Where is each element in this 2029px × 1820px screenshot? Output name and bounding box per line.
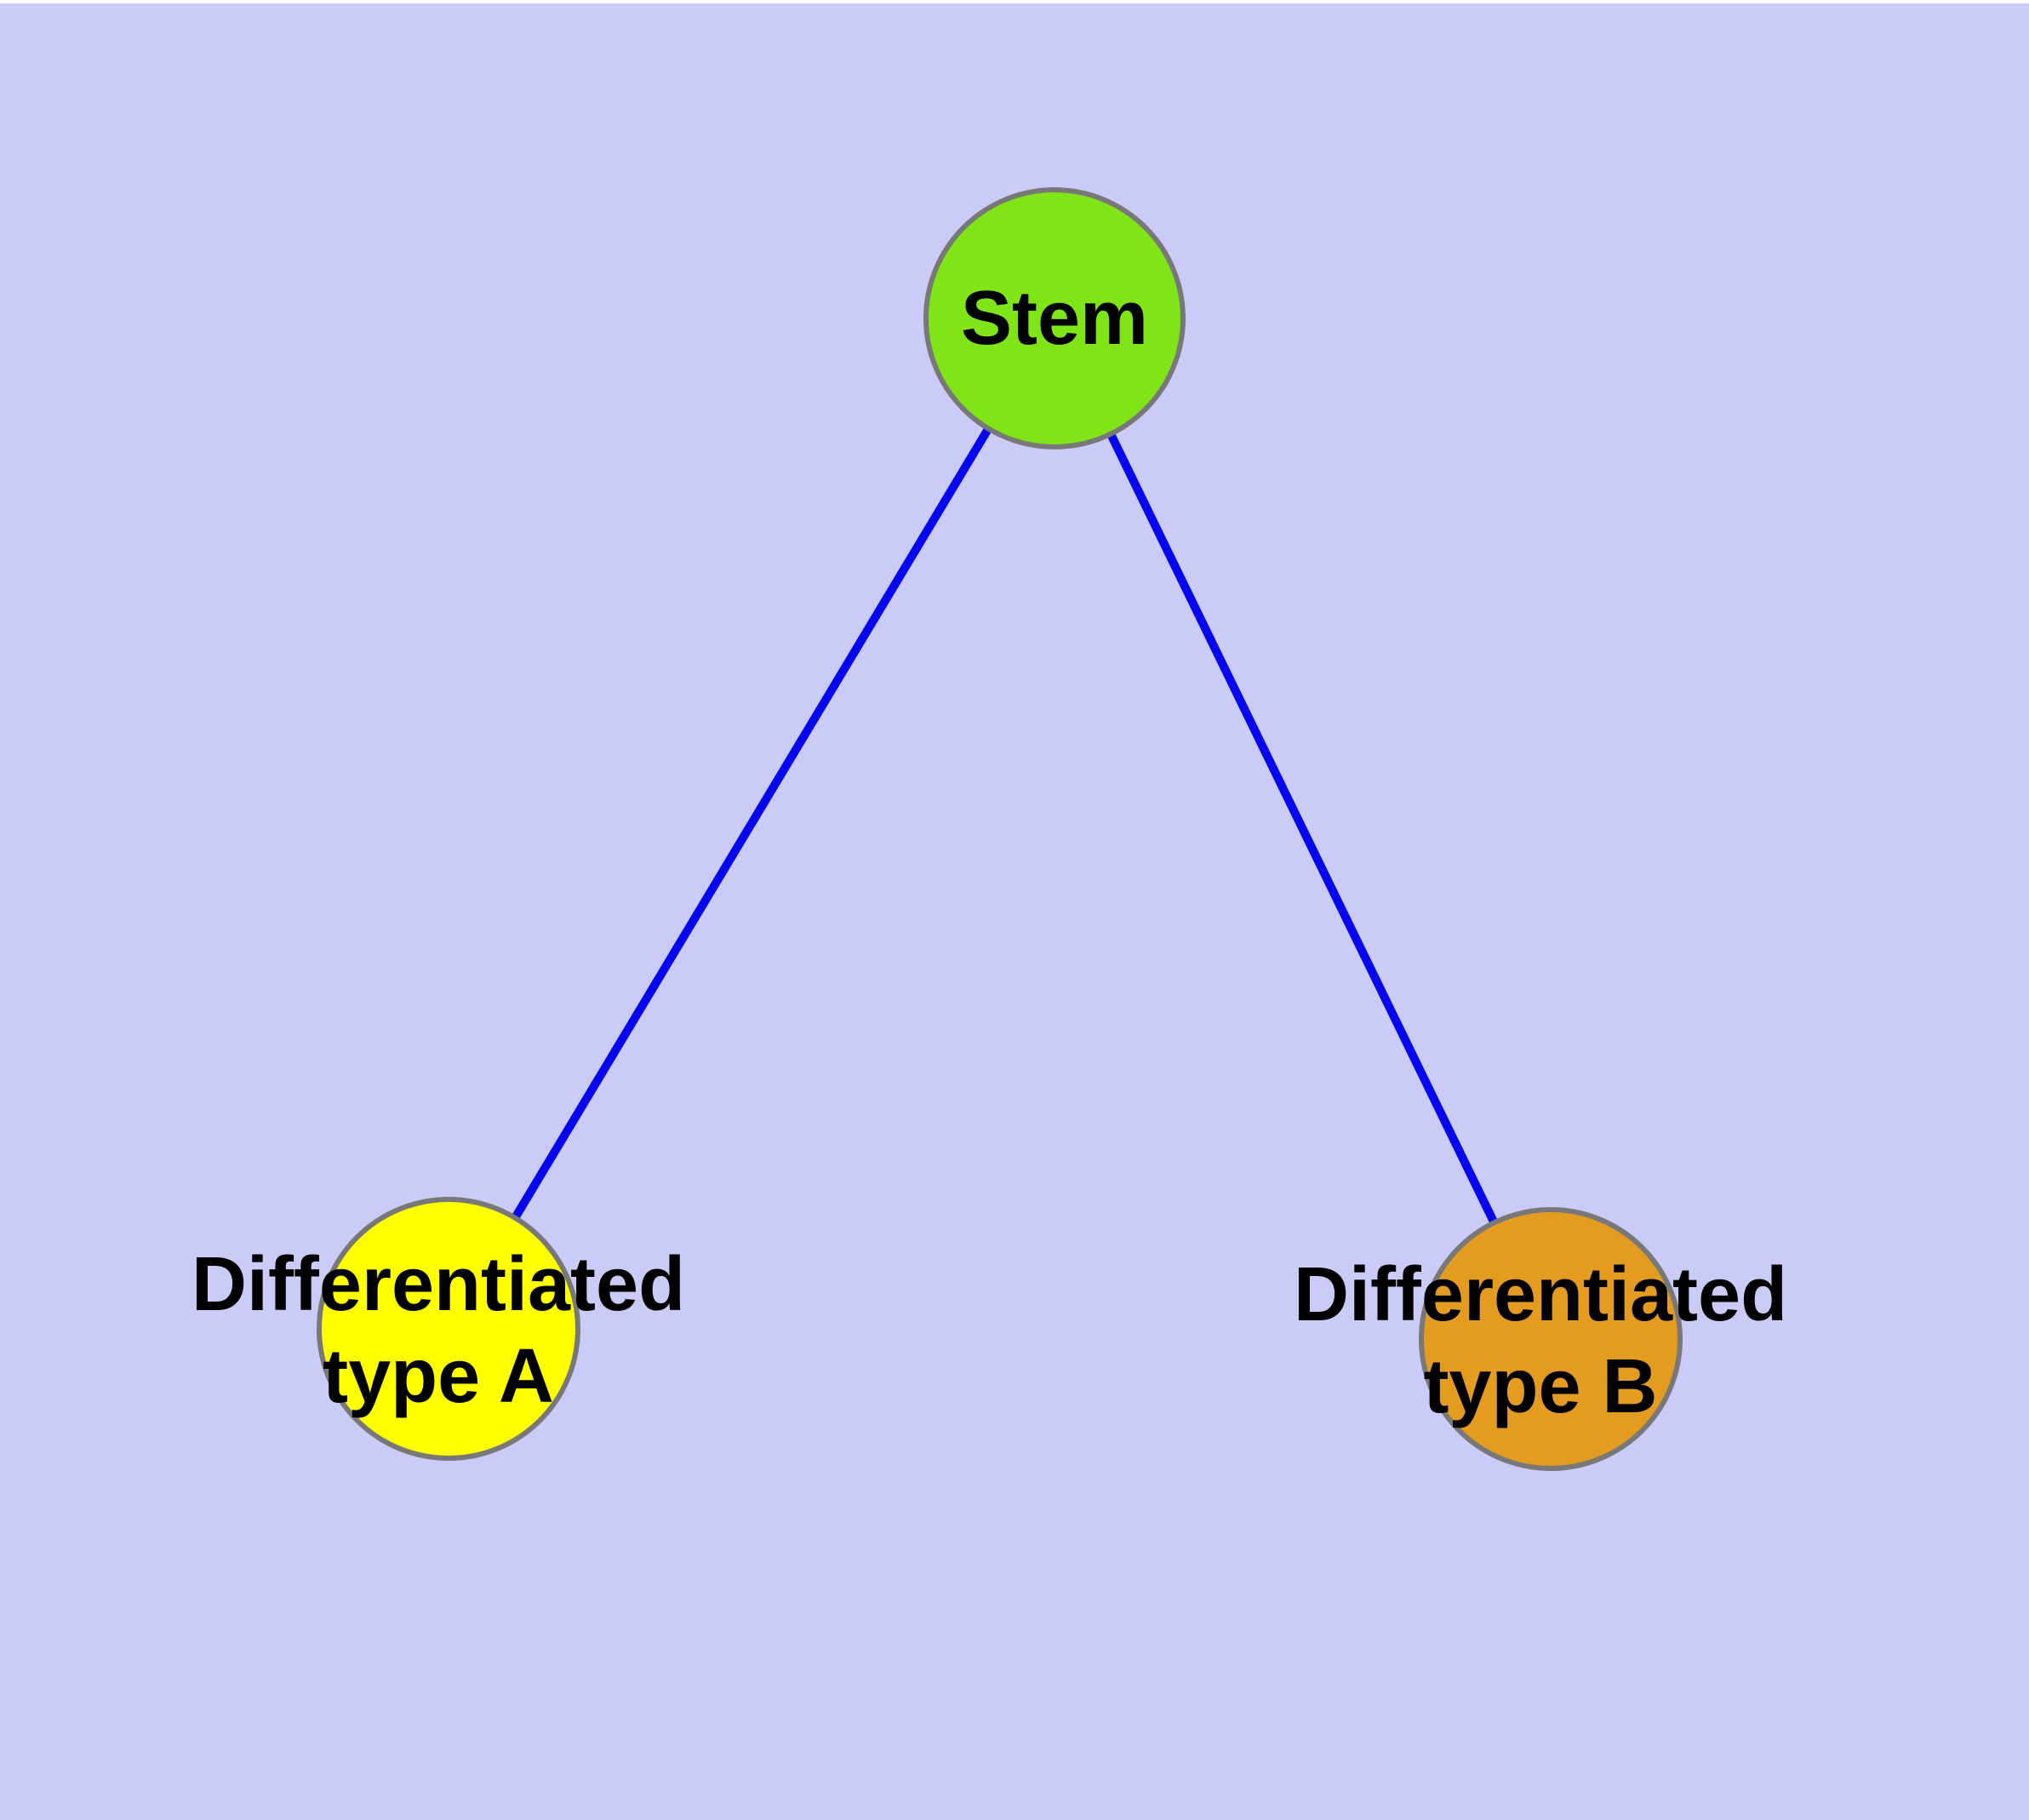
node-type-a-label-line2: type A: [323, 1334, 554, 1419]
node-type-b-label-line1: Differentiated: [1293, 1252, 1788, 1337]
node-type-a-label: Differentiated type A: [191, 1239, 685, 1422]
node-stem-label-text: Stem: [960, 276, 1149, 361]
node-differentiated-type-a[interactable]: [317, 1197, 580, 1461]
edge-stem-to-type-b[interactable]: [1050, 316, 1555, 1342]
node-stem-label: Stem: [961, 272, 1148, 364]
edge-stem-to-type-a[interactable]: [444, 316, 1059, 1331]
node-stem[interactable]: [923, 187, 1186, 449]
node-type-b-label: Differentiated type B: [1294, 1249, 1787, 1433]
node-type-a-label-line1: Differentiated: [191, 1242, 686, 1327]
node-type-b-label-line2: type B: [1423, 1344, 1658, 1429]
node-differentiated-type-b[interactable]: [1419, 1207, 1683, 1471]
